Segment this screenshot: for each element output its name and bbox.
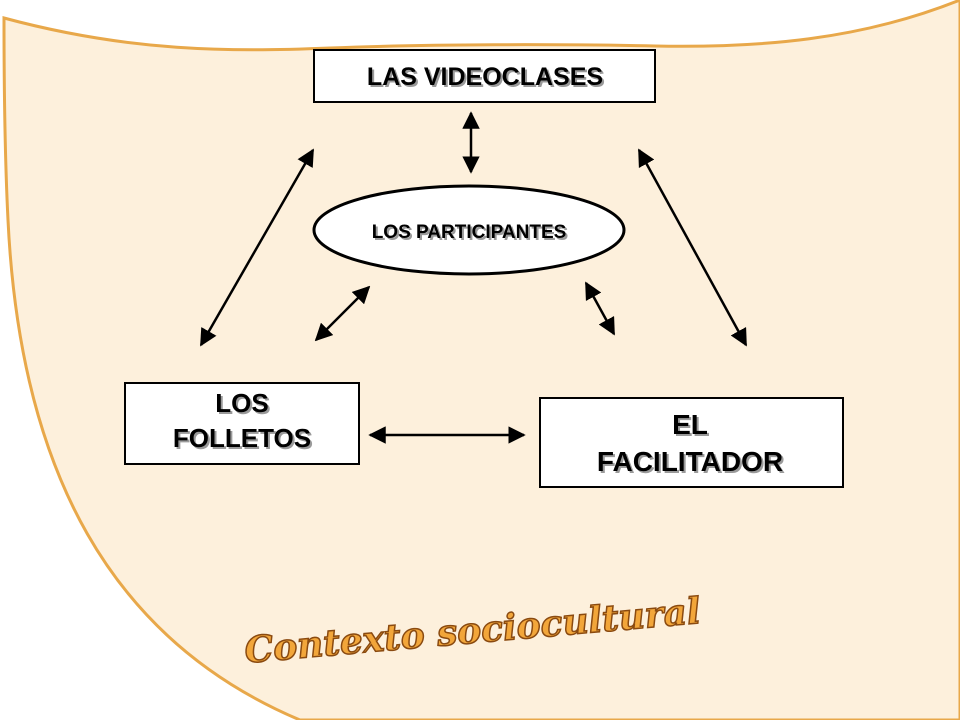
node-facilitador: EL EL FACILITADOR FACILITADOR xyxy=(539,397,844,488)
arrow-participantes-folletos xyxy=(314,285,371,342)
node-folletos-line2: FOLLETOS xyxy=(173,423,311,453)
node-participantes: LOS PARTICIPANTES LOS PARTICIPANTES xyxy=(312,184,626,276)
node-facilitador-line1: EL xyxy=(672,409,708,440)
node-participantes-shadow: LOS PARTICIPANTES xyxy=(374,224,569,245)
node-videoclases-label: LAS VIDEOCLASES xyxy=(367,63,603,91)
node-participantes-label: LOS PARTICIPANTES xyxy=(372,222,567,243)
node-folletos-line2-shadow: FOLLETOS xyxy=(175,425,313,455)
node-facilitador-line2: FACILITADOR xyxy=(597,446,783,477)
node-videoclases: LAS VIDEOCLASES LAS VIDEOCLASES xyxy=(313,49,656,103)
node-folletos-line1: LOS xyxy=(215,388,268,418)
node-facilitador-line2-shadow: FACILITADOR xyxy=(599,448,785,479)
node-videoclases-shadow: LAS VIDEOCLASES xyxy=(369,65,605,93)
arrow-participantes-facilitador xyxy=(584,281,616,336)
context-background-shape xyxy=(4,0,960,49)
arrow-videoclases-facilitador xyxy=(637,148,748,347)
node-folletos-line1-shadow: LOS xyxy=(217,390,270,420)
arrow-videoclases-folletos xyxy=(199,148,315,347)
node-folletos: LOS LOS FOLLETOS FOLLETOS xyxy=(124,382,360,465)
node-facilitador-line1-shadow: EL xyxy=(674,411,710,442)
